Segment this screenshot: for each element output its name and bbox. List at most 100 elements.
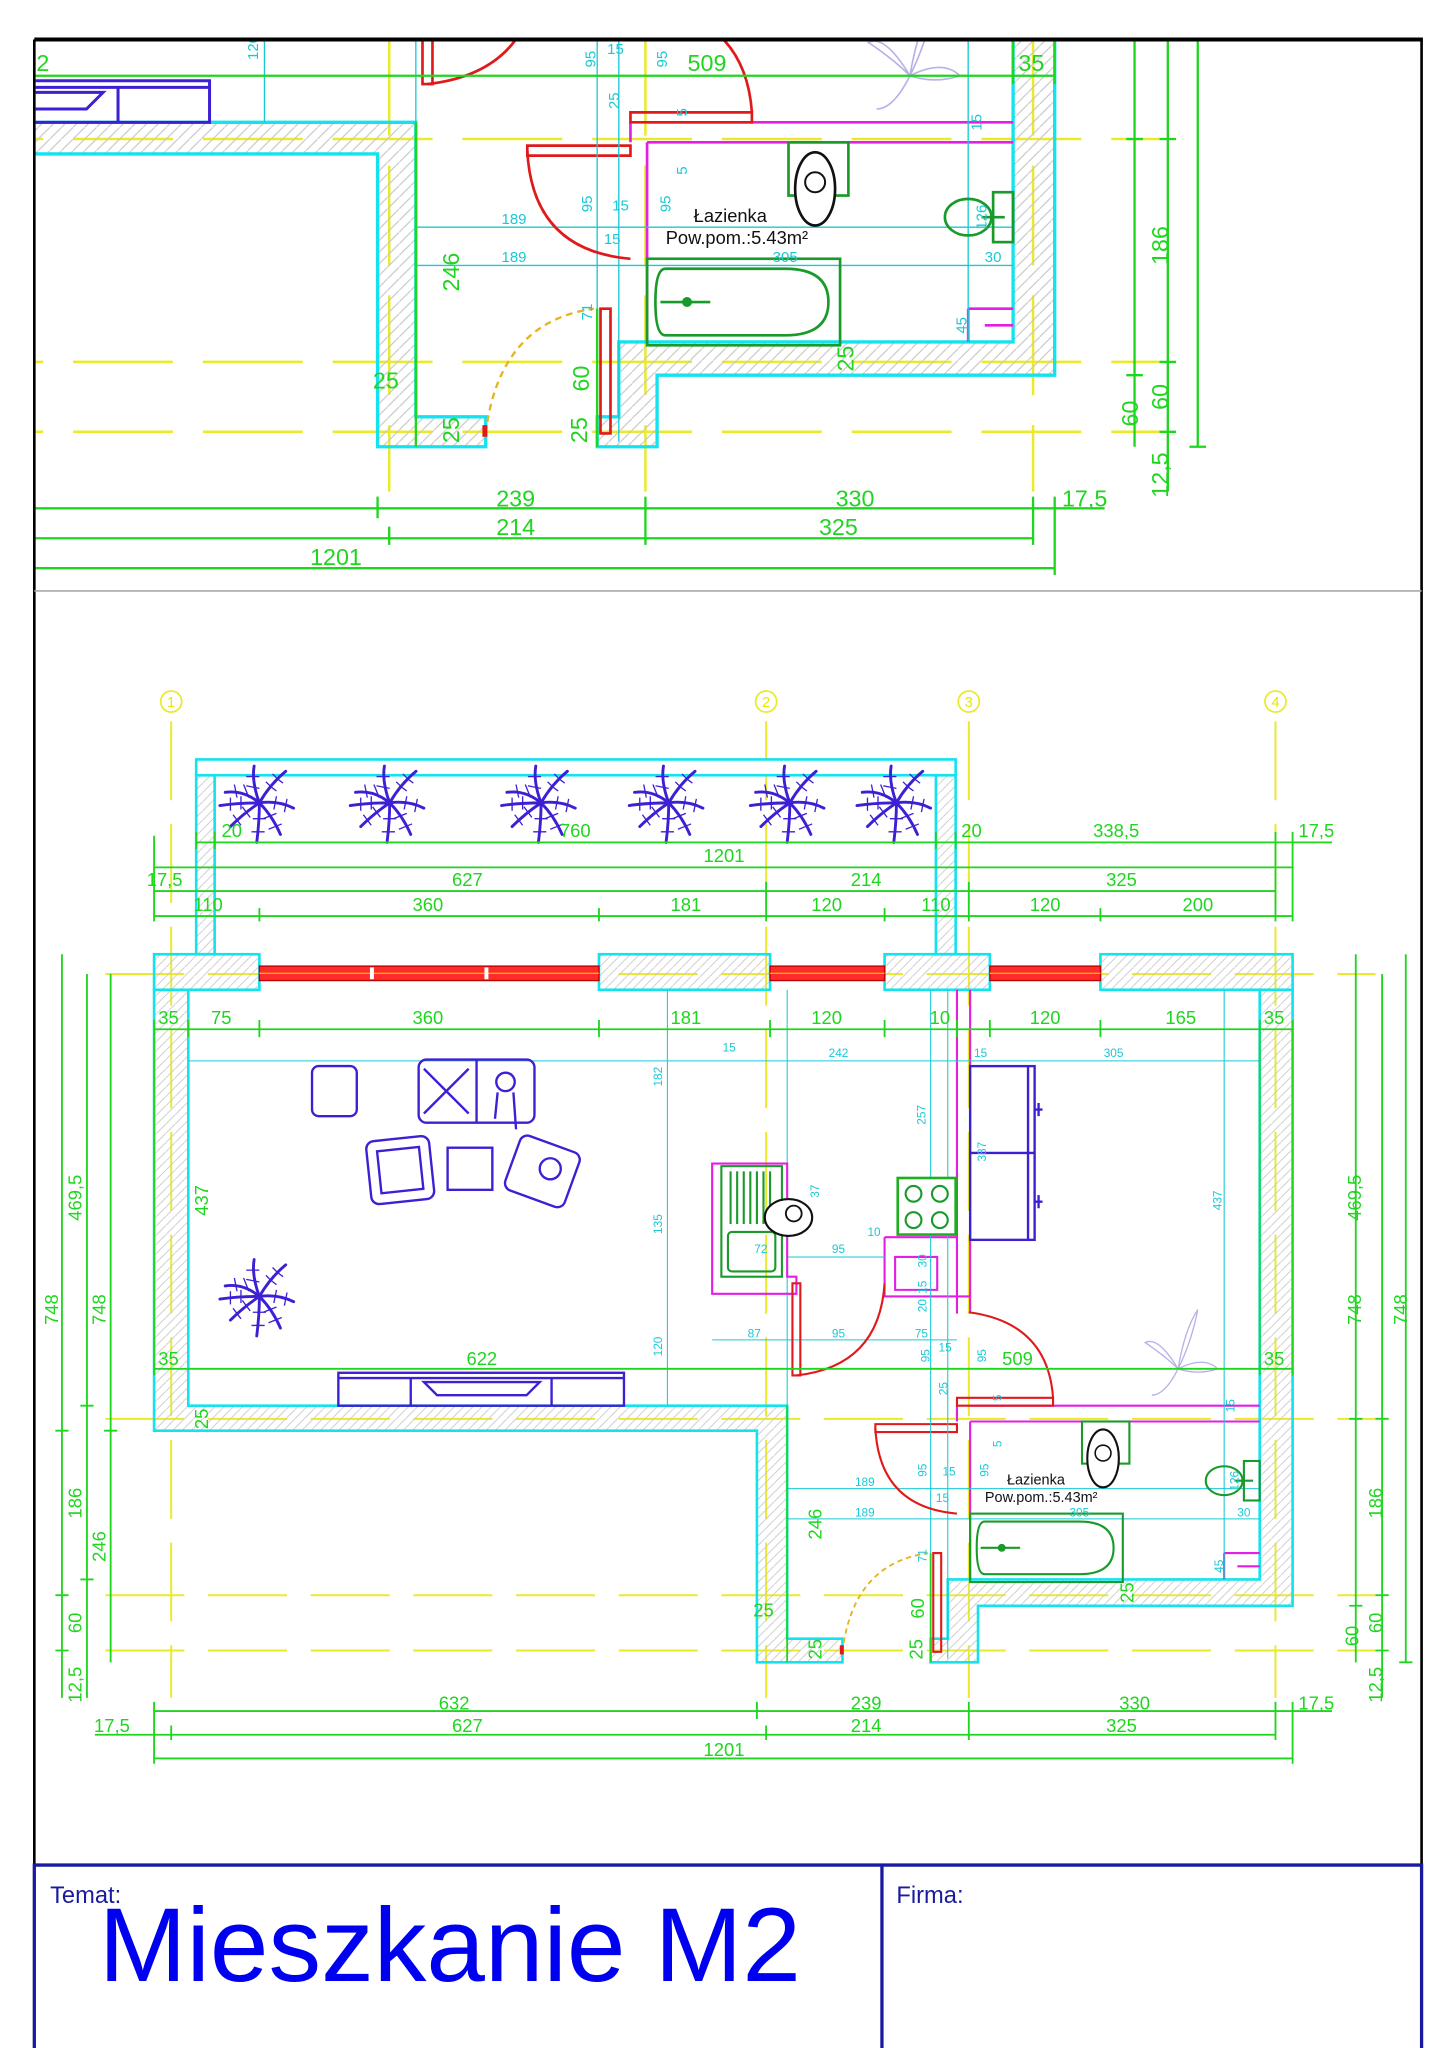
dimension-label: 75 bbox=[915, 1326, 929, 1340]
bed-icon bbox=[417, 1058, 536, 1130]
dimension-label: 469,5 bbox=[65, 1175, 86, 1221]
dimension-label: 15 bbox=[1224, 1399, 1238, 1413]
window bbox=[258, 965, 600, 982]
dimension-label: 360 bbox=[412, 894, 443, 915]
dimension-label: 325 bbox=[1106, 1715, 1137, 1736]
dimension-label: 120 bbox=[811, 1007, 842, 1028]
dimension-label: 35 bbox=[1264, 1007, 1284, 1028]
dimension-label: 60 bbox=[907, 1598, 928, 1618]
dimension-label: 239 bbox=[851, 1693, 882, 1714]
dimension-label: 182 bbox=[651, 1067, 665, 1087]
dimension-label: 30 bbox=[1237, 1505, 1251, 1519]
bathroom-door-2[interactable] bbox=[874, 1428, 958, 1515]
palm-plant-icon bbox=[855, 764, 933, 844]
stove-icon bbox=[896, 1176, 957, 1236]
dimension-label: 200 bbox=[1182, 894, 1213, 915]
dimension-label: 17,5 bbox=[1298, 1693, 1334, 1714]
dimension-label: 15 bbox=[936, 1491, 950, 1505]
dimension-label: 17,5 bbox=[147, 869, 183, 890]
dimension-label: 5 bbox=[991, 1394, 1005, 1401]
axis-label: 4 bbox=[1271, 695, 1279, 711]
dimension-label: 25 bbox=[753, 1599, 773, 1620]
dimension-label: 126 bbox=[1228, 1470, 1242, 1490]
axis-label: 3 bbox=[965, 695, 973, 711]
dimension-label: 189 bbox=[855, 1505, 875, 1519]
axis-bubble bbox=[1264, 690, 1287, 713]
detail-view bbox=[0, 0, 1206, 575]
dimension-label: 25 bbox=[906, 1639, 927, 1659]
dimension-label: 35 bbox=[158, 1007, 178, 1028]
drawing-title: Mieszkanie M2 bbox=[99, 1887, 801, 2004]
dimension-label: 246 bbox=[88, 1531, 109, 1562]
doors bbox=[791, 1282, 1055, 1655]
dimension-label: 30 bbox=[916, 1254, 930, 1268]
dimension-label: 360 bbox=[412, 1007, 443, 1028]
dimension-label: 632 bbox=[439, 1693, 470, 1714]
living-room-furniture bbox=[218, 1058, 626, 1407]
dimension-label: 95 bbox=[975, 1349, 989, 1363]
title-block: Temat: Mieszkanie M2 Firma: bbox=[32, 1863, 1424, 2048]
dimension-label: 1201 bbox=[704, 1739, 745, 1760]
dimension-label: 110 bbox=[921, 894, 950, 915]
dimension-label: 181 bbox=[670, 1007, 701, 1028]
dimension-label: 627 bbox=[452, 869, 483, 890]
dimension-label: 35 bbox=[158, 1348, 178, 1369]
dimension-label: 120 bbox=[1030, 1007, 1061, 1028]
dimension-label: 305 bbox=[1104, 1046, 1124, 1060]
dimension-label: 627 bbox=[452, 1715, 483, 1736]
dimension-label: 20 bbox=[916, 1299, 930, 1313]
bathroom-door[interactable] bbox=[968, 1311, 1055, 1398]
dimension-label: 20 bbox=[961, 820, 981, 841]
dimension-label: 37 bbox=[808, 1185, 822, 1198]
dimension-label: 242 bbox=[829, 1046, 849, 1060]
interior-dimension-lines bbox=[188, 989, 1260, 1659]
dimension-label: 17,5 bbox=[94, 1715, 130, 1736]
dimension-label: 60 bbox=[1365, 1613, 1386, 1633]
toilet-icon bbox=[1204, 1459, 1261, 1502]
bathroom bbox=[969, 1309, 1261, 1584]
dimension-label: 437 bbox=[191, 1185, 212, 1216]
window bbox=[989, 965, 1102, 982]
dimension-label: 748 bbox=[41, 1294, 62, 1325]
axis-label: 1 bbox=[167, 695, 175, 711]
dimension-label: 120 bbox=[811, 894, 842, 915]
dimension-label: 509 bbox=[1002, 1348, 1033, 1369]
palm-plant-icon bbox=[748, 764, 826, 844]
dimension-label: 60 bbox=[65, 1613, 86, 1633]
balcony bbox=[194, 758, 957, 956]
dimension-label: 748 bbox=[1390, 1294, 1411, 1325]
palm-plant-icon bbox=[348, 764, 426, 844]
dimension-label: 387 bbox=[975, 1142, 989, 1162]
dimension-label: 12,5 bbox=[65, 1667, 86, 1703]
kitchen-cabinet-icon bbox=[968, 1064, 1043, 1242]
dimension-label: 189 bbox=[855, 1475, 875, 1489]
room-name: Łazienka bbox=[1007, 1473, 1066, 1489]
room-area: Pow.pom.:5.43m² bbox=[985, 1490, 1098, 1506]
dimension-label: 72 bbox=[754, 1242, 767, 1256]
dimension-label: 186 bbox=[65, 1488, 86, 1519]
dimension-label: 15 bbox=[942, 1464, 956, 1478]
dimension-label: 87 bbox=[748, 1326, 761, 1340]
dimension-label: 60 bbox=[1341, 1626, 1362, 1646]
dimension-label: 257 bbox=[914, 1105, 928, 1125]
dimension-label: 95 bbox=[832, 1326, 846, 1340]
armchair-with-person-icon bbox=[503, 1134, 581, 1209]
washbasin-icon bbox=[1080, 1420, 1131, 1489]
kitchen bbox=[711, 1064, 1043, 1295]
dimension-label: 214 bbox=[851, 1715, 882, 1736]
kitchen-door[interactable] bbox=[791, 1282, 886, 1377]
dimension-label: 25 bbox=[191, 1409, 212, 1429]
dimension-label: 469,5 bbox=[1344, 1175, 1365, 1221]
dimension-label: 15 bbox=[974, 1046, 988, 1060]
dimension-label: 95 bbox=[978, 1463, 992, 1477]
dimension-label: 5 bbox=[991, 1440, 1005, 1447]
dimension-label: 120 bbox=[1030, 894, 1061, 915]
stool-icon bbox=[310, 1064, 358, 1118]
coffee-table-icon bbox=[446, 1146, 494, 1192]
tv-cabinet-icon bbox=[337, 1371, 626, 1407]
entrance-door[interactable] bbox=[839, 1552, 943, 1655]
dimension-label: 214 bbox=[851, 869, 882, 890]
dimension-label: 760 bbox=[560, 820, 591, 841]
dimension-label: 95 bbox=[916, 1463, 930, 1477]
dimension-label: 110 bbox=[193, 894, 222, 915]
